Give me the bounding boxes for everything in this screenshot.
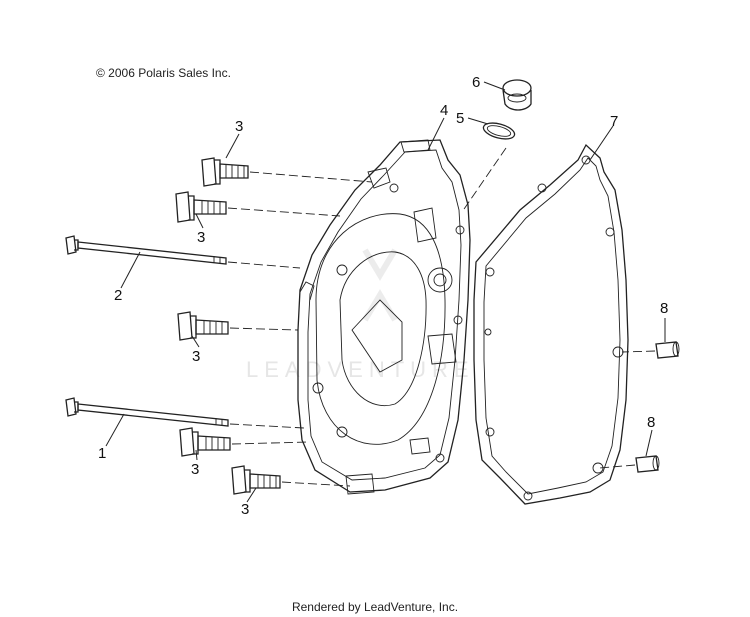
callout-bolt-short-bottom: 3 <box>241 501 249 518</box>
bolt-long-lower <box>65 397 229 427</box>
bolt-short-bottom <box>231 465 281 495</box>
dowel-pin-upper <box>655 341 680 359</box>
bolt-short-lower <box>179 427 231 457</box>
copyright-notice: © 2006 Polaris Sales Inc. <box>96 66 231 80</box>
callout-bolt-short-top: 3 <box>235 118 243 135</box>
callout-dowel-pin-upper: 8 <box>660 300 668 317</box>
plug <box>502 79 532 111</box>
dowel-pin-lower <box>635 455 660 473</box>
footer-credit: Rendered by LeadVenture, Inc. <box>291 600 459 614</box>
callout-bolt-short-lower: 3 <box>191 461 199 478</box>
callout-o-ring: 5 <box>456 110 464 127</box>
bolt-long-upper <box>65 235 227 265</box>
plug-path-line <box>461 147 507 213</box>
assembly-path-lines <box>227 171 373 487</box>
callout-bolt-short-center: 3 <box>192 348 200 365</box>
callout-dowel-pin-lower: 8 <box>647 414 655 431</box>
dowel-lower-path-line <box>599 464 636 469</box>
leader-lines <box>105 81 666 503</box>
clutch-cover <box>297 139 471 495</box>
bolt-short-top <box>201 157 249 187</box>
callout-bolt-long-lower: 1 <box>98 445 106 462</box>
o-ring <box>482 122 516 140</box>
callout-bolt-short-mid: 3 <box>197 229 205 246</box>
dowel-upper-path-line <box>621 350 656 353</box>
callout-bolt-long-upper: 2 <box>114 287 122 304</box>
callout-plug: 6 <box>472 74 480 91</box>
callout-gasket: 7 <box>610 113 618 130</box>
gasket <box>473 143 629 505</box>
bolt-short-center <box>177 311 229 341</box>
bolt-short-mid <box>175 191 227 223</box>
callout-clutch-cover: 4 <box>440 102 448 119</box>
